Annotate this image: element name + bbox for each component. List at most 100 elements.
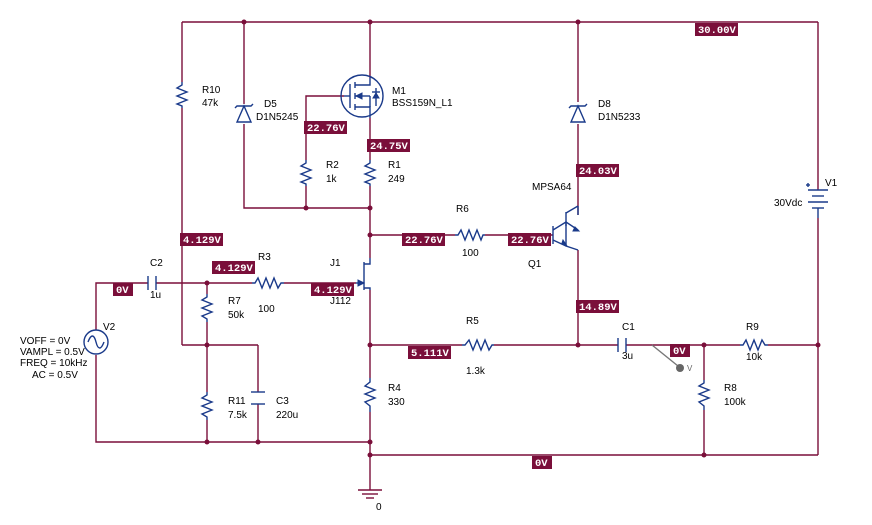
svg-text:24.03V: 24.03V (579, 166, 618, 178)
r3-value: 100 (258, 304, 275, 315)
voltage-marker-output: 0V (670, 344, 690, 358)
svg-text:4.129V: 4.129V (183, 235, 222, 247)
dc-source-v1-symbol (806, 183, 828, 218)
svg-text:22.76V: 22.76V (511, 235, 550, 247)
zener-d8-symbol (568, 103, 588, 123)
v2-ac: AC = 0.5V (32, 370, 78, 381)
svg-text:4.129V: 4.129V (314, 285, 353, 297)
voltage-marker-30v: 30.00V (695, 23, 738, 37)
capacitor-c3-symbol (251, 391, 265, 405)
voltage-marker-m1-source: 24.75V (367, 139, 410, 153)
r10-ref: R10 (202, 85, 221, 96)
c2-value: 1u (150, 290, 161, 301)
voltage-marker-q1-base: 22.76V (508, 233, 551, 247)
resistor-r3-symbol (252, 276, 284, 290)
resistor-r1-symbol (363, 160, 377, 186)
svg-text:4.129V: 4.129V (215, 263, 254, 275)
r7-ref: R7 (228, 296, 241, 307)
r11-value: 7.5k (228, 410, 248, 421)
ac-source-v2-symbol (83, 329, 109, 355)
c2-ref: C2 (150, 258, 163, 269)
d5-value: D1N5245 (256, 112, 299, 123)
r5-value: 1.3k (466, 366, 486, 377)
resistor-r6-symbol (455, 228, 485, 242)
junction-dots (204, 19, 821, 458)
voltage-marker-r3-left: 4.129V (212, 261, 255, 275)
voltage-marker-j1-gate: 4.129V (311, 283, 354, 297)
v2-voff: VOFF = 0V (20, 336, 71, 347)
resistor-r5-symbol (462, 338, 494, 352)
j1-ref: J1 (330, 258, 341, 269)
voltage-probe[interactable]: V (651, 344, 693, 373)
r5-ref: R5 (466, 316, 479, 327)
voltage-marker-q1-emitter: 14.89V (576, 300, 619, 314)
capacitor-c2-symbol (147, 276, 157, 290)
r9-value: 10k (746, 352, 763, 363)
m1-value: BSS159N_L1 (392, 98, 453, 109)
q1-value: MPSA64 (532, 182, 572, 193)
resistor-r4-symbol (363, 378, 377, 412)
probe-label: V (687, 364, 693, 373)
r2-value: 1k (326, 174, 338, 185)
voltage-marker-q1-collector: 24.03V (576, 164, 619, 178)
r1-ref: R1 (388, 160, 401, 171)
wires (95, 21, 819, 490)
q1-ref: Q1 (528, 259, 542, 270)
svg-text:5.111V: 5.111V (411, 348, 450, 360)
component-labels: R10 47k D5 D1N5245 M1 BSS159N_L1 D8 D1N5… (20, 85, 838, 513)
j1-value: J112 (330, 296, 351, 307)
r9-ref: R9 (746, 322, 759, 333)
v1-ref: V1 (825, 178, 838, 189)
v2-freq: FREQ = 10kHz (20, 358, 88, 369)
v2-vampl: VAMPL = 0.5V (20, 347, 85, 358)
resistor-r10-symbol (175, 82, 189, 108)
voltage-marker-r10-bottom: 4.129V (180, 233, 223, 247)
svg-text:30.00V: 30.00V (698, 25, 737, 37)
bjt-q1-symbol (552, 205, 581, 251)
r4-value: 330 (388, 397, 405, 408)
c1-value: 3u (622, 351, 633, 362)
d8-ref: D8 (598, 99, 611, 110)
svg-text:22.76V: 22.76V (405, 235, 444, 247)
d8-value: D1N5233 (598, 112, 641, 123)
m1-ref: M1 (392, 86, 406, 97)
voltage-marker-ground-rail: 0V (532, 456, 552, 470)
r10-value: 47k (202, 98, 219, 109)
v1-value: 30Vdc (774, 198, 802, 209)
r3-ref: R3 (258, 252, 271, 263)
resistor-r11-symbol (200, 392, 214, 420)
zener-d5-symbol (234, 103, 254, 123)
resistor-r8-symbol (697, 380, 711, 410)
svg-text:0V: 0V (673, 346, 686, 358)
c3-ref: C3 (276, 396, 289, 407)
ground-label: 0 (376, 502, 382, 513)
r4-ref: R4 (388, 383, 401, 394)
r2-ref: R2 (326, 160, 339, 171)
resistor-r2-symbol (299, 160, 313, 186)
capacitor-c1-symbol (617, 338, 627, 352)
jfet-j1-symbol (356, 258, 371, 290)
svg-text:0V: 0V (116, 285, 129, 297)
svg-text:24.75V: 24.75V (370, 141, 409, 153)
voltage-marker-m1-gate: 22.76V (304, 121, 347, 135)
r6-ref: R6 (456, 204, 469, 215)
d5-ref: D5 (264, 99, 277, 110)
svg-text:22.76V: 22.76V (307, 123, 346, 135)
voltage-marker-j1-drain: 22.76V (402, 233, 445, 247)
r11-ref: R11 (228, 396, 246, 407)
svg-text:0V: 0V (535, 458, 548, 470)
resistor-r7-symbol (200, 294, 214, 322)
ground-symbol (358, 489, 382, 499)
resistor-r9-symbol (740, 338, 768, 352)
svg-text:14.89V: 14.89V (579, 302, 618, 314)
r8-value: 100k (724, 397, 747, 408)
r1-value: 249 (388, 174, 405, 185)
voltage-markers: 30.00V 22.76V 24.75V 24.03V 4.129V 22.76… (113, 23, 738, 470)
c1-ref: C1 (622, 322, 635, 333)
c3-value: 220u (276, 410, 298, 421)
v2-ref: V2 (103, 322, 116, 333)
r7-value: 50k (228, 310, 245, 321)
r8-ref: R8 (724, 383, 737, 394)
voltage-marker-input: 0V (113, 283, 133, 297)
